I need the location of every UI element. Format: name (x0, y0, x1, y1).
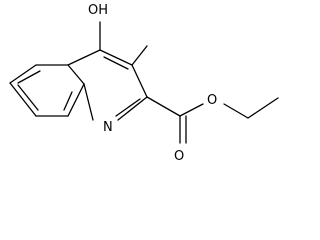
quinoline-ester-structure: OH N O O (9, 3, 279, 164)
molecule-canvas: OH N O O (9, 3, 279, 164)
bond (117, 96, 148, 121)
bond (99, 49, 133, 66)
bond (103, 56, 129, 70)
bond (9, 64, 37, 84)
nitrogen-label: N (103, 120, 113, 135)
bond-ethyl (223, 103, 249, 119)
benzene-ring (9, 64, 85, 117)
bond (83, 83, 94, 121)
bond-inner (17, 84, 39, 111)
bond-ester-oxygen (179, 103, 204, 117)
bond (67, 83, 85, 117)
bond-methyl (131, 45, 148, 66)
bond (67, 49, 101, 66)
pyridine-ring (67, 49, 148, 121)
ester-oxygen-label: O (207, 93, 217, 108)
bond (115, 98, 141, 117)
bond-carboxyl (146, 96, 181, 117)
bond (67, 64, 85, 85)
bond (9, 82, 37, 117)
substituents (99, 21, 279, 144)
bond-inner (63, 91, 73, 111)
bond-inner (17, 70, 41, 84)
bond (131, 64, 148, 98)
carbonyl-oxygen-label: O (174, 149, 184, 164)
bond-ethyl (247, 97, 279, 119)
hydroxyl-label: OH (88, 3, 108, 18)
